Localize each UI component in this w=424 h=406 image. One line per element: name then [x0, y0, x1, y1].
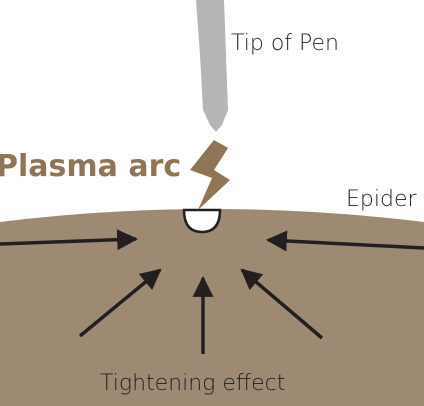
skin-crater [182, 208, 222, 234]
pen-tip-icon [196, 0, 228, 132]
tightening-label: Tightening effect [100, 371, 285, 396]
skin-layer [0, 209, 424, 406]
arrow-icon [265, 230, 424, 252]
arrow-icon [0, 229, 139, 251]
lightning-bolt-icon [190, 140, 230, 210]
plasma-arc-label: Plasma arc [0, 149, 181, 184]
arrow-icon [78, 268, 162, 338]
pen-tip-label: Tip of Pen [231, 31, 339, 56]
tightening-arrows [0, 229, 424, 354]
epidermis-label: Epider [346, 187, 417, 212]
arrow-icon [240, 268, 324, 340]
